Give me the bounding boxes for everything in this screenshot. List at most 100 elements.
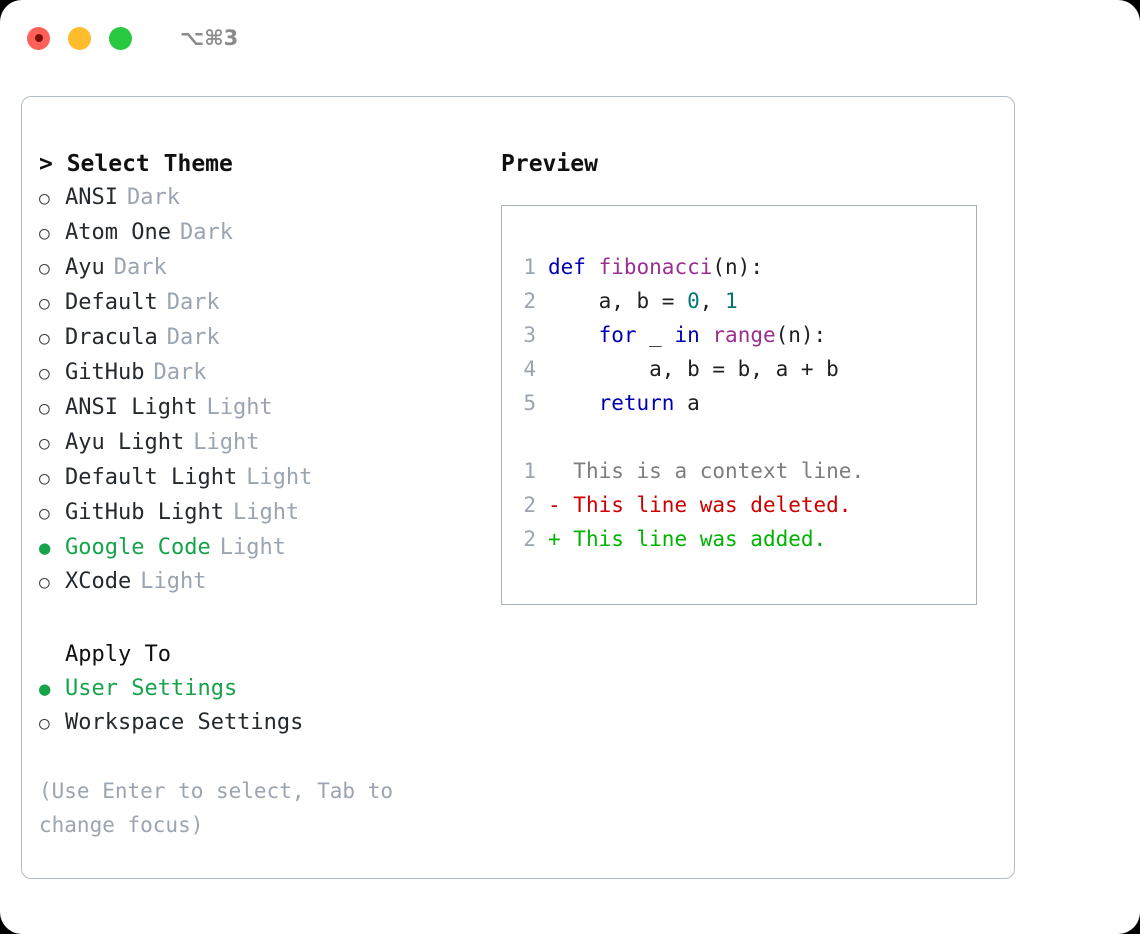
code-token-kw: return: [598, 391, 675, 415]
diff-sample: 1 This is a context line. 2 - This line wa…: [502, 454, 976, 556]
code-token-pl: ,: [699, 289, 726, 313]
code-token-fn: range: [712, 323, 776, 347]
radio-unselected-icon: ○: [39, 398, 50, 419]
theme-option-label: XCode: [65, 569, 132, 594]
theme-variant-badge: Light: [232, 500, 300, 525]
keyboard-hint-text: (Use Enter to select, Tab to change focu…: [39, 779, 394, 837]
code-token-pl: [586, 255, 599, 279]
apply-to-option[interactable]: ○ Workspace Settings: [39, 706, 479, 741]
traffic-lights: [27, 26, 132, 50]
recording-indicator-icon: [34, 34, 43, 42]
theme-option-label: Atom One: [65, 220, 171, 245]
theme-variant-badge: Dark: [153, 360, 207, 385]
code-token-pl: [548, 323, 599, 347]
theme-variant-badge: Dark: [166, 325, 220, 350]
apply-to-option-label: Workspace Settings: [65, 710, 304, 735]
code-line: 5 return a: [502, 386, 976, 420]
radio-selected-icon: ●: [39, 678, 51, 700]
radio-selected-icon: ●: [39, 537, 51, 559]
theme-option[interactable]: ○ ANSI Light Light: [39, 391, 479, 426]
code-token-pl: a: [674, 391, 700, 415]
apply-to-heading: Apply To: [65, 642, 171, 667]
theme-option[interactable]: ○ Atom One Dark: [39, 216, 479, 251]
theme-variant-badge: Dark: [166, 290, 220, 315]
theme-option-label: Default Light: [65, 465, 238, 490]
select-theme-heading: > Select Theme: [39, 151, 233, 177]
code-token-pl: _: [636, 323, 675, 347]
line-number: 5: [523, 391, 536, 415]
apply-to-option[interactable]: ●User Settings: [39, 672, 479, 706]
code-line-text: a, b = 0, 1: [548, 284, 738, 318]
line-number: 1: [523, 255, 536, 279]
theme-variant-badge: Dark: [179, 220, 233, 245]
line-number: 2: [523, 493, 536, 517]
radio-unselected-icon: ○: [39, 293, 50, 314]
diff-line: 2 + This line was added.: [502, 522, 976, 556]
diff-line-text: This is a context line.: [548, 454, 864, 488]
theme-option[interactable]: ○ ANSI Dark: [39, 181, 479, 216]
theme-variant-badge: Light: [140, 569, 207, 594]
code-line-text: for _ in range(n):: [548, 318, 827, 352]
theme-variant-badge: Light: [246, 465, 313, 490]
radio-unselected-icon: ○: [39, 468, 50, 489]
theme-option[interactable]: ● Google Code Light: [39, 531, 479, 565]
code-token-pl: [548, 391, 599, 415]
line-number: 2: [523, 289, 536, 313]
code-line-text: return a: [548, 386, 700, 420]
line-number: 2: [523, 527, 536, 551]
maximize-window-button[interactable]: [109, 26, 132, 50]
apply-to-options: ●User Settings ○ Workspace Settings: [39, 672, 479, 741]
diff-content: This is a context line.: [560, 459, 865, 483]
code-line-text: a, b = b, a + b: [548, 352, 839, 386]
radio-unselected-icon: ○: [39, 433, 50, 454]
close-window-button[interactable]: [27, 26, 50, 50]
code-token-pl: a, b = b, a + b: [548, 357, 839, 381]
theme-variant-badge: Light: [193, 430, 260, 455]
radio-unselected-icon: ○: [39, 223, 50, 244]
code-token-kw: for: [598, 323, 637, 347]
radio-unselected-icon: ○: [39, 188, 50, 209]
theme-variant-badge: Light: [219, 535, 286, 560]
diff-line-text: - This line was deleted.: [548, 488, 851, 522]
title-bar: ⌥⌘3: [0, 0, 1140, 76]
code-line: 2 a, b = 0, 1: [502, 284, 976, 318]
radio-unselected-icon: ○: [39, 363, 50, 384]
code-token-pl: a, b =: [548, 289, 688, 313]
theme-option[interactable]: ○ Default Dark: [39, 286, 479, 321]
theme-option-label: Dracula: [65, 325, 158, 350]
code-token-num: 0: [687, 289, 700, 313]
theme-option-label: GitHub Light: [65, 500, 224, 525]
preview-heading: Preview: [501, 151, 598, 177]
theme-variant-badge: Dark: [126, 185, 180, 210]
minimize-window-button[interactable]: [68, 26, 91, 50]
theme-option[interactable]: ○ GitHub Dark: [39, 356, 479, 391]
radio-unselected-icon: ○: [39, 713, 50, 734]
code-token-fn: fibonacci: [598, 255, 713, 279]
diff-marker: [548, 459, 561, 483]
theme-option-label: GitHub: [65, 360, 145, 385]
theme-option-label: Google Code: [65, 535, 211, 560]
theme-option[interactable]: ○ Default Light Light: [39, 461, 479, 496]
theme-option-label: ANSI Light: [65, 395, 198, 420]
diff-content: This line was deleted.: [560, 493, 852, 517]
diff-line-text: + This line was added.: [548, 522, 826, 556]
theme-option-label: ANSI: [65, 185, 118, 210]
diff-line: 1 This is a context line.: [502, 454, 976, 488]
code-token-kw: in: [674, 323, 700, 347]
theme-variant-badge: Light: [206, 395, 273, 420]
code-token-kw: def: [548, 255, 586, 279]
theme-option-label: Default: [65, 290, 158, 315]
code-token-num: 1: [725, 289, 738, 313]
